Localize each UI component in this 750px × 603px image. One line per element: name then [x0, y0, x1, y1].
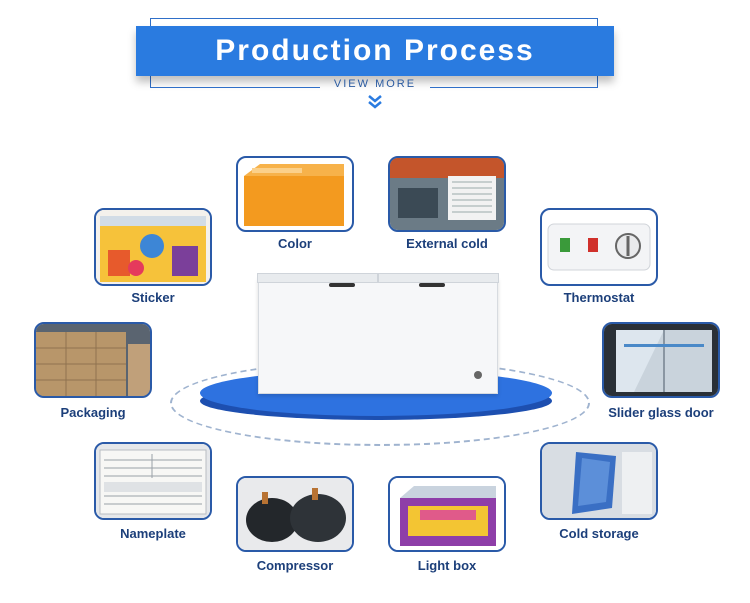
label-slider-glass-door: Slider glass door: [608, 405, 714, 420]
label-cold-storage: Cold storage: [559, 526, 639, 541]
card-external-cold[interactable]: [388, 156, 506, 232]
label-packaging: Packaging: [60, 405, 126, 420]
card-thermostat[interactable]: [540, 208, 658, 286]
external-cold-image: [390, 158, 504, 230]
card-packaging[interactable]: [34, 322, 152, 398]
orange-freezer-image: [244, 164, 344, 226]
card-nameplate[interactable]: [94, 442, 212, 520]
card-slider-glass-door[interactable]: [602, 322, 720, 398]
card-sticker[interactable]: [94, 208, 212, 286]
light-box-freezer-image: [390, 478, 504, 550]
chest-freezer-image: [257, 273, 499, 394]
label-external-cold: External cold: [406, 236, 488, 251]
view-more-link[interactable]: VIEW MORE: [333, 78, 417, 90]
lid-divider: [377, 273, 379, 283]
label-sticker: Sticker: [131, 290, 175, 305]
control-knob: [474, 371, 482, 379]
page-title: Production Process: [215, 34, 535, 67]
double-chevron-down-icon[interactable]: [366, 94, 384, 110]
packaging-image: [36, 324, 150, 396]
card-light-box[interactable]: [388, 476, 506, 552]
sticker-freezer-image: [96, 210, 210, 284]
label-thermostat: Thermostat: [563, 290, 635, 305]
label-nameplate: Nameplate: [120, 526, 186, 541]
divider: [150, 87, 320, 88]
label-color: Color: [278, 236, 312, 251]
slider-glass-door-image: [604, 324, 718, 396]
cold-storage-image: [542, 444, 656, 518]
lid-handle: [419, 283, 445, 287]
header-banner: Production Process: [136, 26, 614, 76]
divider: [430, 87, 598, 88]
card-compressor[interactable]: [236, 476, 354, 552]
thermostat-image: [547, 223, 651, 271]
lid-handle: [329, 283, 355, 287]
label-light-box: Light box: [417, 558, 477, 573]
label-compressor: Compressor: [256, 558, 334, 573]
card-cold-storage[interactable]: [540, 442, 658, 520]
compressor-image: [238, 478, 352, 550]
nameplate-image: [96, 444, 210, 518]
card-color[interactable]: [236, 156, 354, 232]
